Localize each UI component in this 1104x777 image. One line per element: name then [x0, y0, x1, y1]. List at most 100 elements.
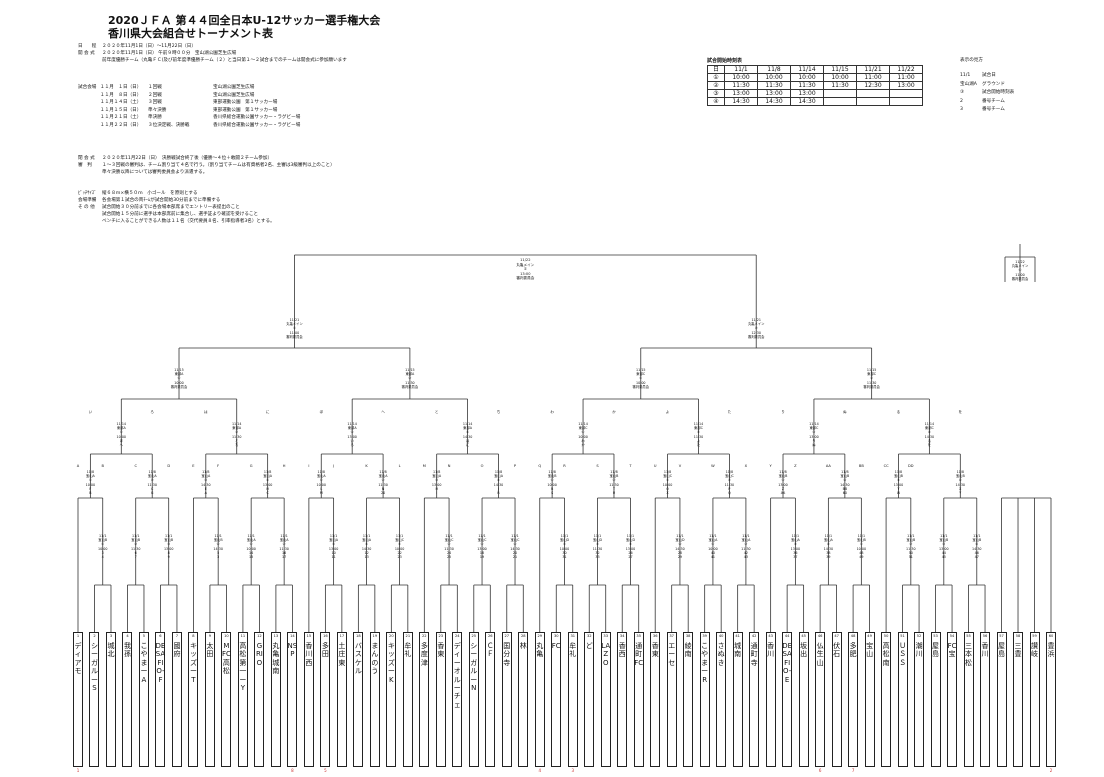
team-number: 15: [306, 634, 312, 638]
team-number: 38: [685, 634, 691, 638]
team-number: 9: [208, 634, 212, 638]
r2-label: BB: [858, 464, 864, 468]
r1-match-info: 11/1 宝山B ① 10:00 3 4: [97, 534, 108, 560]
final-match-info: 11/22 丸亀メイン ② 13:00 審判委員会: [516, 258, 535, 281]
team-number: 57: [999, 634, 1004, 638]
team-slot: [89, 632, 100, 767]
legend-key: ③: [960, 90, 965, 96]
r2-match-info: 11/8 宝山B ④ 14:30 BB 60: [840, 470, 850, 496]
team-slot: [204, 632, 215, 767]
legend-value: グラウンド: [982, 81, 1005, 87]
venue-place: 東部運動公園 第１サッカー場: [213, 107, 278, 113]
team-number: 50: [883, 634, 889, 638]
qf-match-info: 11/15 東部C ② 11:30 審判委員会: [863, 368, 880, 389]
team-number: 6: [159, 634, 162, 638]
r2-label: L: [398, 464, 401, 468]
team-number: 46: [817, 634, 823, 638]
r2-match-info: 11/8 宝山A ③ 14:30 E A: [201, 470, 211, 496]
team-number: 32: [586, 634, 592, 638]
team-number: 22: [422, 634, 427, 638]
r3-match-info: 11/14 東部C ① 10:00 わ か: [578, 422, 588, 448]
r2-label: H: [282, 464, 286, 468]
venue-date: １１月１５日（日）: [100, 107, 142, 113]
team-number: 54: [949, 634, 955, 638]
team-name: ＣＦ: [486, 642, 494, 659]
r1-match-info: 11/1 宝山B ④ 14:30 46 47: [972, 534, 982, 560]
team-number: 26: [487, 634, 493, 638]
venue-place: 宝山湖公園芝生広場: [213, 92, 255, 98]
r2-label: I: [308, 464, 310, 468]
team-slot: [105, 632, 116, 767]
team-slot: [782, 632, 793, 767]
team-slot: [237, 632, 248, 767]
team-slot: [402, 632, 413, 767]
team-slot: [386, 632, 397, 767]
schedule-cell: [889, 97, 923, 106]
r3-label: わ: [550, 410, 554, 414]
team-slot: [699, 632, 710, 767]
team-slot: [73, 632, 83, 767]
team-number: 47: [834, 634, 839, 638]
r3-label: か: [612, 410, 616, 414]
team-slot: [633, 632, 644, 767]
team-number: 52: [916, 634, 922, 638]
r3-match-info: 11/14 東部C ④ 14:30 る を: [924, 422, 935, 448]
r3-label: よ: [665, 410, 670, 414]
team-name: NSP: [287, 642, 298, 659]
qf-match-info: 11/15 東部C ① 10:00 審判委員会: [632, 368, 650, 389]
r1-match-info: 11/1 宝山A ③ 13:00 10 11: [328, 534, 339, 560]
r2-label: Q: [538, 464, 542, 468]
team-name: キッズーT: [189, 642, 197, 684]
r2-label: X: [744, 464, 748, 468]
legend-key: 2: [960, 98, 963, 104]
r2-label: DD: [908, 464, 914, 468]
bottom-mark: 7: [851, 768, 855, 773]
r3-label: は: [204, 410, 208, 414]
r2-label: T: [629, 464, 632, 468]
r2-match-info: 11/8 宝山A ③ 13:00 H I: [431, 470, 442, 496]
team-name: 伏石: [833, 642, 841, 659]
team-number: 33: [603, 634, 609, 638]
team-number: 35: [636, 634, 641, 638]
r3-match-info: 11/14 東部C ③ 13:00 り ぬ: [809, 422, 819, 448]
team-number: 24: [455, 634, 460, 638]
team-slot: [419, 632, 430, 767]
r2-label: K: [365, 464, 368, 468]
qf-match-info: 11/15 東部A ② 11:30 審判委員会: [401, 368, 419, 389]
sf-match-info: 11/21 丸亀メイン ① 11:00 審判委員会: [286, 318, 303, 339]
venue-date: １１月１４日（土）: [100, 100, 142, 106]
r2-label: U: [653, 464, 657, 468]
team-name: 香東: [651, 642, 659, 659]
r2-match-info: 11/8 宝山C ① 10:00 O X: [662, 470, 673, 496]
team-slot: [831, 632, 842, 767]
team-slot: [930, 632, 941, 767]
team-number: 27: [504, 634, 510, 638]
team-slot: [336, 632, 347, 767]
team-number: 34: [619, 634, 625, 638]
r2-match-info: 11/8 宝山B ③ 13:00 Z AA: [778, 470, 788, 496]
r1-match-info: 11/1 宝山A ② 11:30 16 17: [279, 534, 289, 560]
team-number: 7: [175, 634, 179, 638]
team-name: 屋島: [998, 642, 1006, 659]
team-slot: [534, 632, 545, 767]
team-number: 28: [520, 634, 526, 638]
team-number: 21: [405, 634, 411, 638]
r1-match-info: 11/1 宝山D ③ 13:00 26 27: [625, 534, 636, 560]
bottom-mark: 5: [324, 768, 327, 773]
r3-match-info: 11/14 東部A ① 10:00 ほ へ: [116, 422, 127, 448]
team-name: シーガルーN: [470, 642, 478, 693]
r2-label: G: [249, 464, 253, 468]
team-slot: [122, 632, 133, 767]
team-name: 多田: [321, 642, 329, 659]
team-slot: [881, 632, 892, 767]
team-name: 丸亀城南: [272, 642, 280, 676]
r2-match-info: 11/8 宝山A ① 10:00 F B: [85, 470, 96, 496]
bottom-mark: 8: [291, 768, 294, 773]
team-name: 香川: [767, 642, 775, 659]
team-slot: [584, 632, 595, 767]
